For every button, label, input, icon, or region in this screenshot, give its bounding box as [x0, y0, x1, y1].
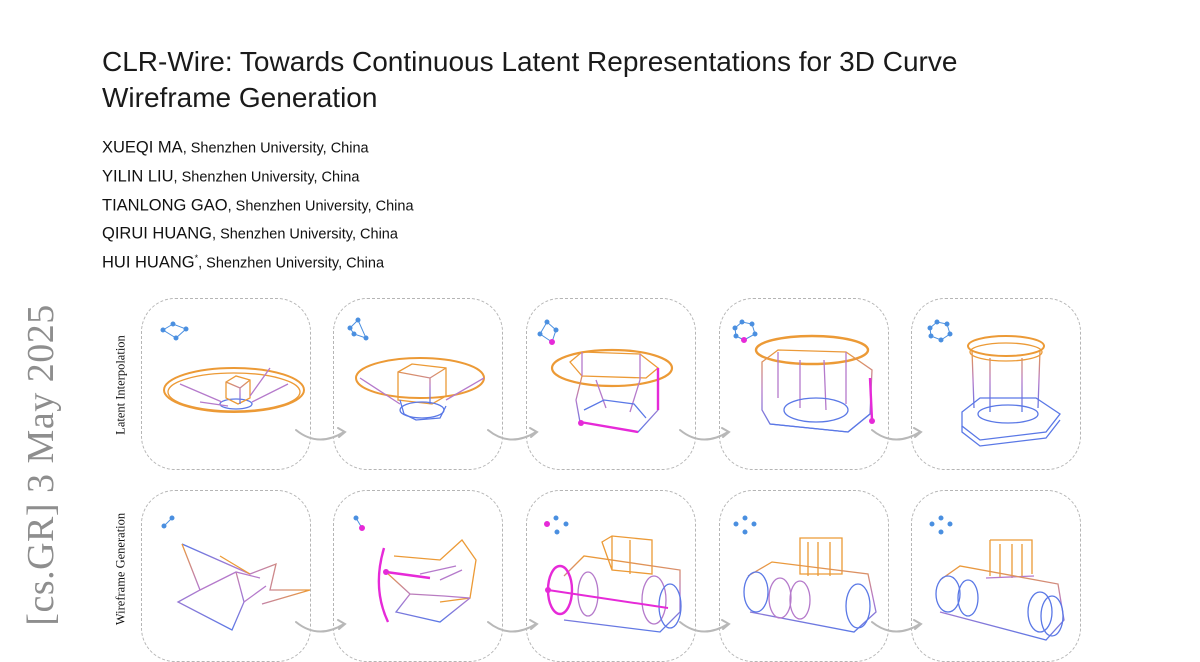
author-entry: QIRUI HUANG, Shenzhen University, China	[102, 218, 414, 247]
arrow-6	[487, 621, 537, 633]
wireframe-interpolation-1	[163, 367, 305, 413]
arrow-1	[295, 429, 345, 441]
author-affiliation: , Shenzhen University, China	[182, 140, 369, 157]
interpolation-panel-1	[141, 298, 311, 470]
author-entry: TIANLONG GAO, Shenzhen University, China	[102, 190, 414, 219]
wireframe-interpolation-2	[355, 357, 485, 421]
latent-icon	[733, 515, 757, 535]
latent-icon	[732, 319, 758, 343]
wireframe-generation-3	[545, 535, 682, 633]
author-name: XUEQI MA	[102, 138, 183, 157]
author-name: TIANLONG GAO	[102, 195, 228, 214]
latent-icon	[353, 515, 365, 531]
wireframe-generation-4	[743, 537, 877, 633]
arrow-5	[295, 621, 345, 633]
transition-arrows	[295, 427, 923, 633]
latent-icons-row-2	[161, 515, 953, 535]
interpolation-panel-3	[526, 298, 696, 470]
arrow-8	[871, 621, 921, 633]
author-mark: *	[194, 253, 199, 264]
wireframe-generation-2	[377, 539, 477, 623]
title-line-1: CLR-Wire: Towards Continuous Latent Repr…	[102, 46, 958, 77]
arrow-3	[679, 429, 729, 441]
author-name: YILIN LIU	[102, 167, 174, 186]
latent-icon	[347, 317, 369, 341]
author-name: HUI HUANG	[102, 253, 195, 272]
arrow-2	[487, 429, 537, 441]
wireframe-interpolation-5	[961, 335, 1061, 447]
author-affiliation: , Shenzhen University, China	[198, 255, 385, 272]
wireframe-generation-5	[935, 539, 1065, 641]
author-affiliation: , Shenzhen University, China	[227, 197, 414, 214]
paper-title: CLR-Wire: Towards Continuous Latent Repr…	[102, 44, 1102, 116]
latent-icon	[929, 515, 953, 535]
author-affiliation: , Shenzhen University, China	[212, 226, 398, 243]
wireframe-generation-1	[176, 543, 311, 631]
arrow-7	[679, 621, 729, 633]
latent-icon	[927, 319, 953, 343]
interpolation-panel-4	[719, 298, 889, 470]
latent-icon	[161, 515, 175, 529]
teaser-figure	[160, 317, 1065, 641]
title-line-2: Wireframe Generation	[102, 82, 378, 113]
author-name: QIRUI HUANG	[102, 224, 213, 243]
author-entry: XUEQI MA, Shenzhen University, China	[102, 132, 414, 161]
latent-icons-row-1	[160, 317, 953, 345]
author-affiliation: , Shenzhen University, China	[173, 169, 360, 186]
wireframe-interpolation-4	[754, 334, 875, 433]
latent-icon	[537, 319, 559, 345]
interpolation-panel-2	[333, 298, 503, 470]
author-entry: HUI HUANG*, Shenzhen University, China	[102, 247, 414, 276]
interpolation-panel-5	[911, 298, 1081, 470]
wireframe-interpolation-3	[550, 348, 674, 434]
arrow-4	[871, 429, 921, 441]
latent-icon	[544, 515, 569, 535]
author-list: XUEQI MA, Shenzhen University, China YIL…	[102, 132, 414, 276]
latent-icon	[160, 321, 189, 341]
author-entry: YILIN LIU, Shenzhen University, China	[102, 161, 414, 190]
